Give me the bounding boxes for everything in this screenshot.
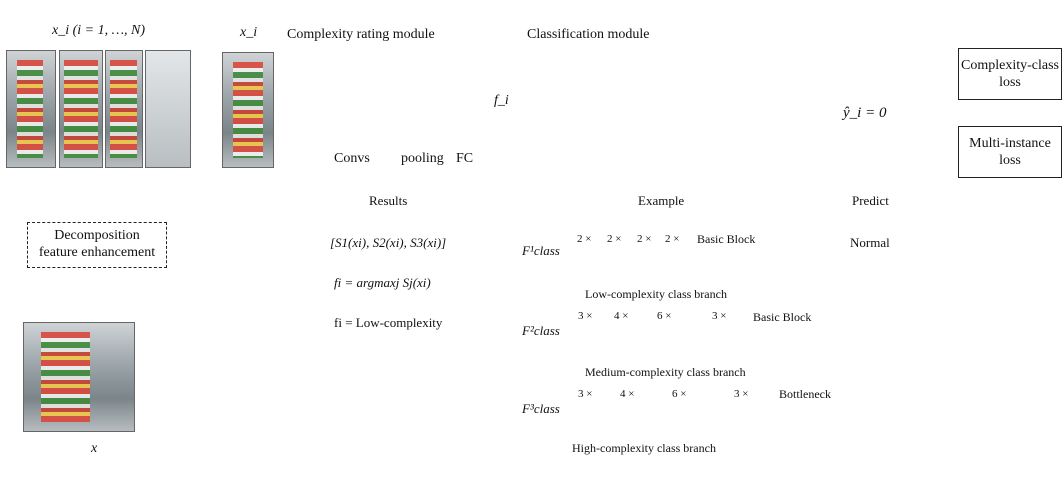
example-arrow-label: Example (638, 193, 685, 208)
branch-3-block-type: Bottleneck (779, 387, 831, 401)
multi-instance-loss-line2: loss (999, 153, 1021, 168)
classification-module-title: Classification module (527, 27, 650, 42)
fc-layer (448, 70, 484, 152)
branch-1-count-3: 2 × (637, 233, 652, 245)
original-image-label: x (91, 441, 98, 456)
original-image (23, 322, 135, 432)
results-arrow-label: Results (369, 193, 408, 208)
scores-text: [S1(xi), S2(xi), S3(xi)] (330, 235, 447, 250)
predict-result: Normal (850, 235, 890, 250)
decomposed-image-3 (105, 50, 143, 168)
complexity-module-title: Complexity rating module (287, 27, 435, 42)
branch-3-label: F³class (668, 149, 706, 164)
decomposition-box: Decomposition feature enhancement (27, 222, 167, 268)
switch-right (793, 68, 813, 113)
branch-1-caption: Low-complexity class branch (585, 287, 727, 301)
pooling-layer (398, 62, 436, 148)
complexity-class-loss-line2: loss (999, 75, 1021, 90)
predict-arrow-label: Predict (852, 193, 889, 208)
branch-1-count-2: 2 × (607, 233, 622, 245)
prediction-output: ŷ_i = 0 (843, 105, 887, 121)
rating-output-label: f_i (494, 93, 509, 108)
branch-2-blocks (592, 318, 748, 362)
conv-layers (308, 72, 394, 152)
branch-1-block-type: Basic Block (697, 232, 756, 246)
branch-3-count-1: 3 × (578, 388, 593, 400)
decomposed-image-4 (145, 50, 191, 168)
branch-2-count-3: 6 × (657, 310, 672, 322)
branch-2-count-2: 4 × (614, 310, 629, 322)
convs-label: Convs (334, 151, 370, 166)
branch-1-blocks (592, 243, 692, 285)
multi-instance-loss-line1: Multi-instance (969, 135, 1051, 151)
branch-2-count-1: 3 × (578, 310, 593, 322)
branch-1-count-4: 2 × (665, 233, 680, 245)
decomposed-image-2 (59, 50, 103, 168)
input-image-label: x_i (240, 25, 258, 40)
sub-images-label: x_i (i = 1, …, N) (52, 23, 146, 38)
branch-3-count-2: 4 × (620, 388, 635, 400)
complexity-class-loss-box: Complexity-class loss (958, 48, 1062, 100)
branch-1-label: F¹class (668, 61, 706, 76)
result-text: fi = Low-complexity (334, 315, 443, 330)
branch-3-count-4: 3 × (734, 388, 749, 400)
example-branch-1-label: F¹class (522, 243, 560, 258)
branch-2-label: F²class (668, 103, 706, 118)
loss-brace (921, 49, 945, 177)
branch-3-count-3: 6 × (672, 388, 687, 400)
branch-3-caption: High-complexity class branch (572, 441, 716, 455)
example-branch-2-label: F²class (522, 323, 560, 338)
decomposed-image-1 (6, 50, 56, 168)
example-branch-3-label: F³class (522, 401, 560, 416)
branch-2-block-type: Basic Block (753, 310, 812, 324)
input-image (222, 52, 274, 168)
multi-instance-loss-box: Multi-instance loss (958, 126, 1062, 178)
fc-label: FC (456, 151, 474, 166)
pooling-label: pooling (401, 151, 444, 166)
branch-2-caption: Medium-complexity class branch (585, 365, 746, 379)
decomposition-label-line2: feature enhancement (38, 245, 156, 260)
decomposition-label-line1: Decomposition (54, 228, 140, 244)
switch-left (547, 68, 569, 113)
branch-2-count-4: 3 × (712, 310, 727, 322)
complexity-class-loss-line1: Complexity-class (961, 57, 1059, 73)
argmax-text: fi = argmaxj Sj(xi) (334, 275, 431, 290)
branch-1-count-1: 2 × (577, 233, 592, 245)
